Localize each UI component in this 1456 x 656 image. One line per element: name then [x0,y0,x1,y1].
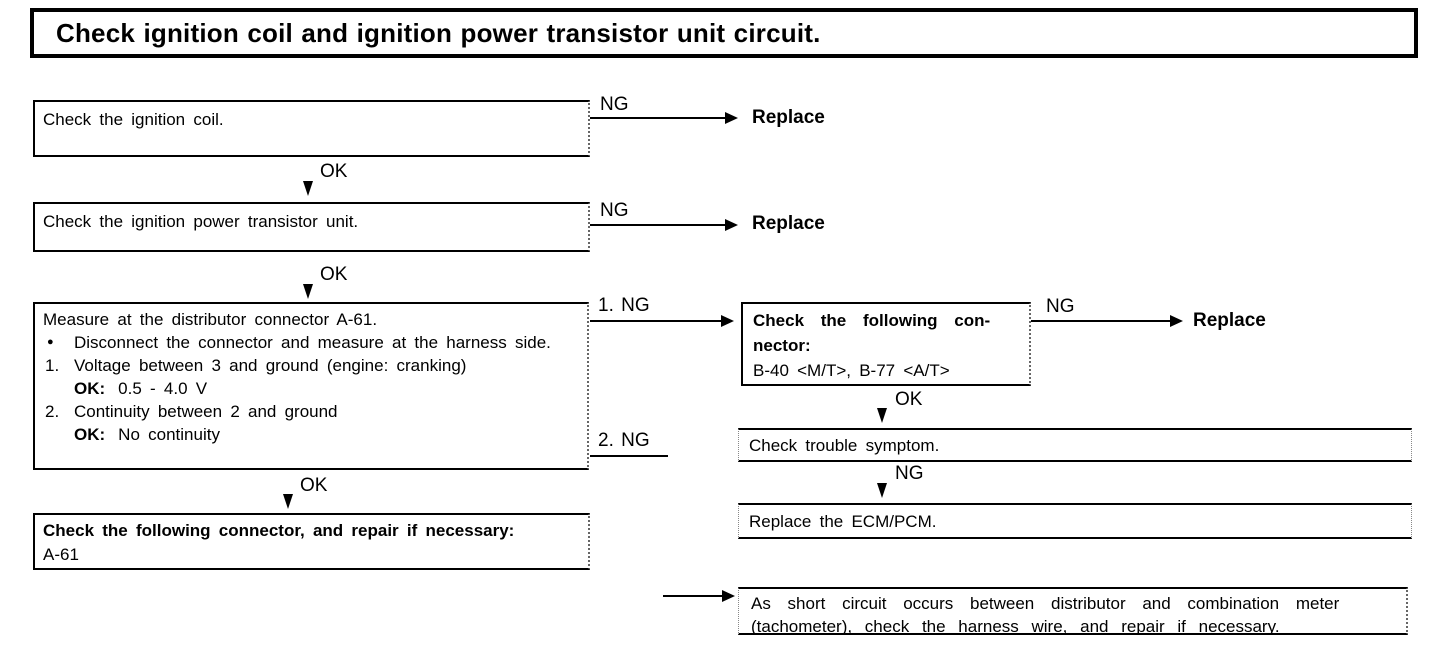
b40-bold-line1: Check the following con- [753,311,991,330]
step3-item1-marker: 1. [45,356,60,375]
connector-line [1031,320,1171,322]
arrow-right-icon [722,590,735,602]
connector-line [590,117,726,119]
ok-label-step2: OK [320,264,348,285]
b40-bold-line2: nector: [753,336,811,355]
ok-label-step1: OK [320,161,348,182]
ng-label-step2: NG [600,200,629,221]
step3-item2-ok-label: OK: [74,425,106,444]
a61-normal-text: A-61 [43,545,79,564]
connector-line [590,224,726,226]
arrow-right-icon [725,219,738,231]
b40-detail: B-40 <M/T>, B-77 <A/T> [753,361,950,380]
step3-item1-ok-value: 0.5 - 4.0 V [118,379,208,398]
connector-line [663,595,723,597]
arrow-down-icon [283,494,293,509]
arrow-down-icon [303,284,313,299]
arrow-right-icon [1170,315,1183,327]
arrow-down-icon [877,483,887,498]
short-circuit-line2: (tachometer), check the harness wire, an… [751,617,1280,635]
ecm-text: Replace the ECM/PCM. [749,512,937,531]
step3-item2-ok-value: No continuity [118,425,220,444]
check-trouble-symptom-box: Check trouble symptom. [738,428,1412,462]
arrow-right-icon [721,315,734,327]
check-connector-a61-box: Check the following connector, and repai… [33,513,590,570]
replace-label-2: Replace [752,213,825,234]
connector-line [590,320,722,322]
short-circuit-line1: As short circuit occurs between distribu… [751,594,1340,613]
step2-check-power-transistor-box: Check the ignition power transistor unit… [33,202,590,252]
step3-item1-text: Voltage between 3 and ground (engine: cr… [74,356,467,375]
check-connector-b40-box: Check the following con- nector: B-40 <M… [741,302,1031,386]
a61-bold-text: Check the following connector, and repai… [43,521,515,540]
step1-text: Check the ignition coil. [43,110,224,129]
short-circuit-note-box: As short circuit occurs between distribu… [738,587,1408,635]
arrow-down-icon [303,181,313,196]
bullet-icon: ● [47,336,54,348]
arrow-down-icon [877,408,887,423]
ng-label-trouble: NG [895,463,924,484]
step2-text: Check the ignition power transistor unit… [43,212,359,231]
replace-label-1: Replace [752,107,825,128]
step3-heading: Measure at the distributor connector A-6… [43,310,378,329]
ok-label-b40: OK [895,389,923,410]
step3-measure-distributor-box: Measure at the distributor connector A-6… [33,302,589,470]
arrow-right-icon [725,112,738,124]
step3-item1-ok-label: OK: [74,379,106,398]
trouble-text: Check trouble symptom. [749,436,940,455]
ng2-label: 2. NG [598,430,650,451]
step1-check-ignition-coil-box: Check the ignition coil. [33,100,590,157]
step3-item2-text: Continuity between 2 and ground [74,402,338,421]
ok-label-step3: OK [300,475,328,496]
step3-item2-marker: 2. [45,402,60,421]
page-title: Check ignition coil and ignition power t… [56,17,821,48]
connector-line [590,455,668,457]
step3-bullet-text: Disconnect the connector and measure at … [74,333,551,352]
ng1-label: 1. NG [598,295,650,316]
ng-label-step1: NG [600,94,629,115]
replace-ecm-pcm-box: Replace the ECM/PCM. [738,503,1412,539]
replace-label-3: Replace [1193,310,1266,331]
ng-label-b40: NG [1046,296,1075,317]
title-box: Check ignition coil and ignition power t… [30,8,1418,58]
